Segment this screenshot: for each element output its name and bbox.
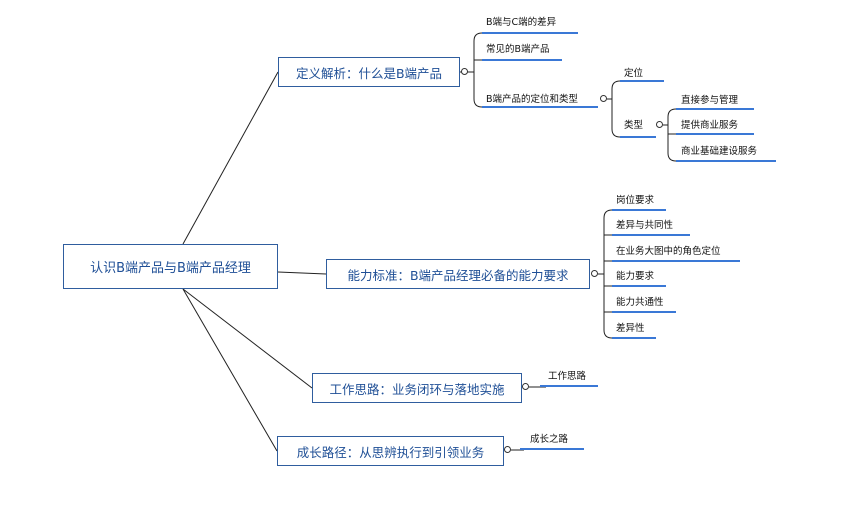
leaf-node[interactable]: B端与C端的差异 (486, 17, 557, 28)
collapse-toggle-icon[interactable] (600, 95, 607, 102)
branch-node-definition[interactable]: 定义解析：什么是B端产品 (278, 57, 460, 87)
leaf-node[interactable]: 直接参与管理 (681, 95, 739, 106)
root-node-label: 认识B端产品与B端产品经理 (90, 261, 251, 276)
collapse-toggle-icon[interactable] (656, 121, 663, 128)
connector-positioning-type (607, 80, 621, 138)
branch-node-growth-path[interactable]: 成长路径：从思辨执行到引领业务 (277, 436, 504, 466)
leaf-node[interactable]: 成长之路 (530, 434, 569, 445)
leaf-node[interactable]: 差异性 (616, 323, 645, 334)
leaf-node[interactable]: 提供商业服务 (681, 120, 739, 131)
leaf-node[interactable]: 差异与共同性 (616, 220, 674, 231)
connector-root-branch-1 (182, 71, 279, 245)
leaf-node[interactable]: 类型 (624, 120, 644, 131)
connector-branch-2-children (598, 209, 613, 339)
branch-node-capability[interactable]: 能力标准：B端产品经理必备的能力要求 (326, 259, 590, 289)
connector-root-branch-3 (182, 288, 313, 389)
collapse-toggle-icon[interactable] (504, 446, 511, 453)
connector-type-children (663, 108, 677, 162)
branch-node-label: 工作思路：业务闭环与落地实施 (329, 381, 505, 397)
leaf-node[interactable]: 能力要求 (616, 271, 655, 282)
collapse-toggle-icon[interactable] (461, 68, 468, 75)
branch-node-label: 定义解析：什么是B端产品 (295, 65, 443, 81)
branch-node-label: 能力标准：B端产品经理必备的能力要求 (347, 267, 569, 283)
leaf-node[interactable]: 商业基础建设服务 (681, 146, 758, 157)
leaf-node[interactable]: 在业务大图中的角色定位 (616, 246, 721, 257)
leaf-node[interactable]: 工作思路 (548, 371, 587, 382)
branch-node-label: 成长路径：从思辨执行到引领业务 (296, 444, 485, 460)
leaf-node[interactable]: 定位 (624, 68, 644, 79)
branch-node-work-approach[interactable]: 工作思路：业务闭环与落地实施 (312, 373, 522, 403)
leaf-node[interactable]: 能力共通性 (616, 297, 664, 308)
collapse-toggle-icon[interactable] (522, 383, 529, 390)
root-node[interactable]: 认识B端产品与B端产品经理 (63, 244, 278, 289)
leaf-node[interactable]: 岗位要求 (616, 195, 655, 206)
leaf-node[interactable]: B端产品的定位和类型 (486, 94, 579, 105)
collapse-toggle-icon[interactable] (591, 270, 598, 277)
connector-root-branch-2 (277, 271, 327, 275)
leaf-node[interactable]: 常见的B端产品 (486, 44, 550, 55)
connector-root-branch-4 (182, 288, 278, 452)
